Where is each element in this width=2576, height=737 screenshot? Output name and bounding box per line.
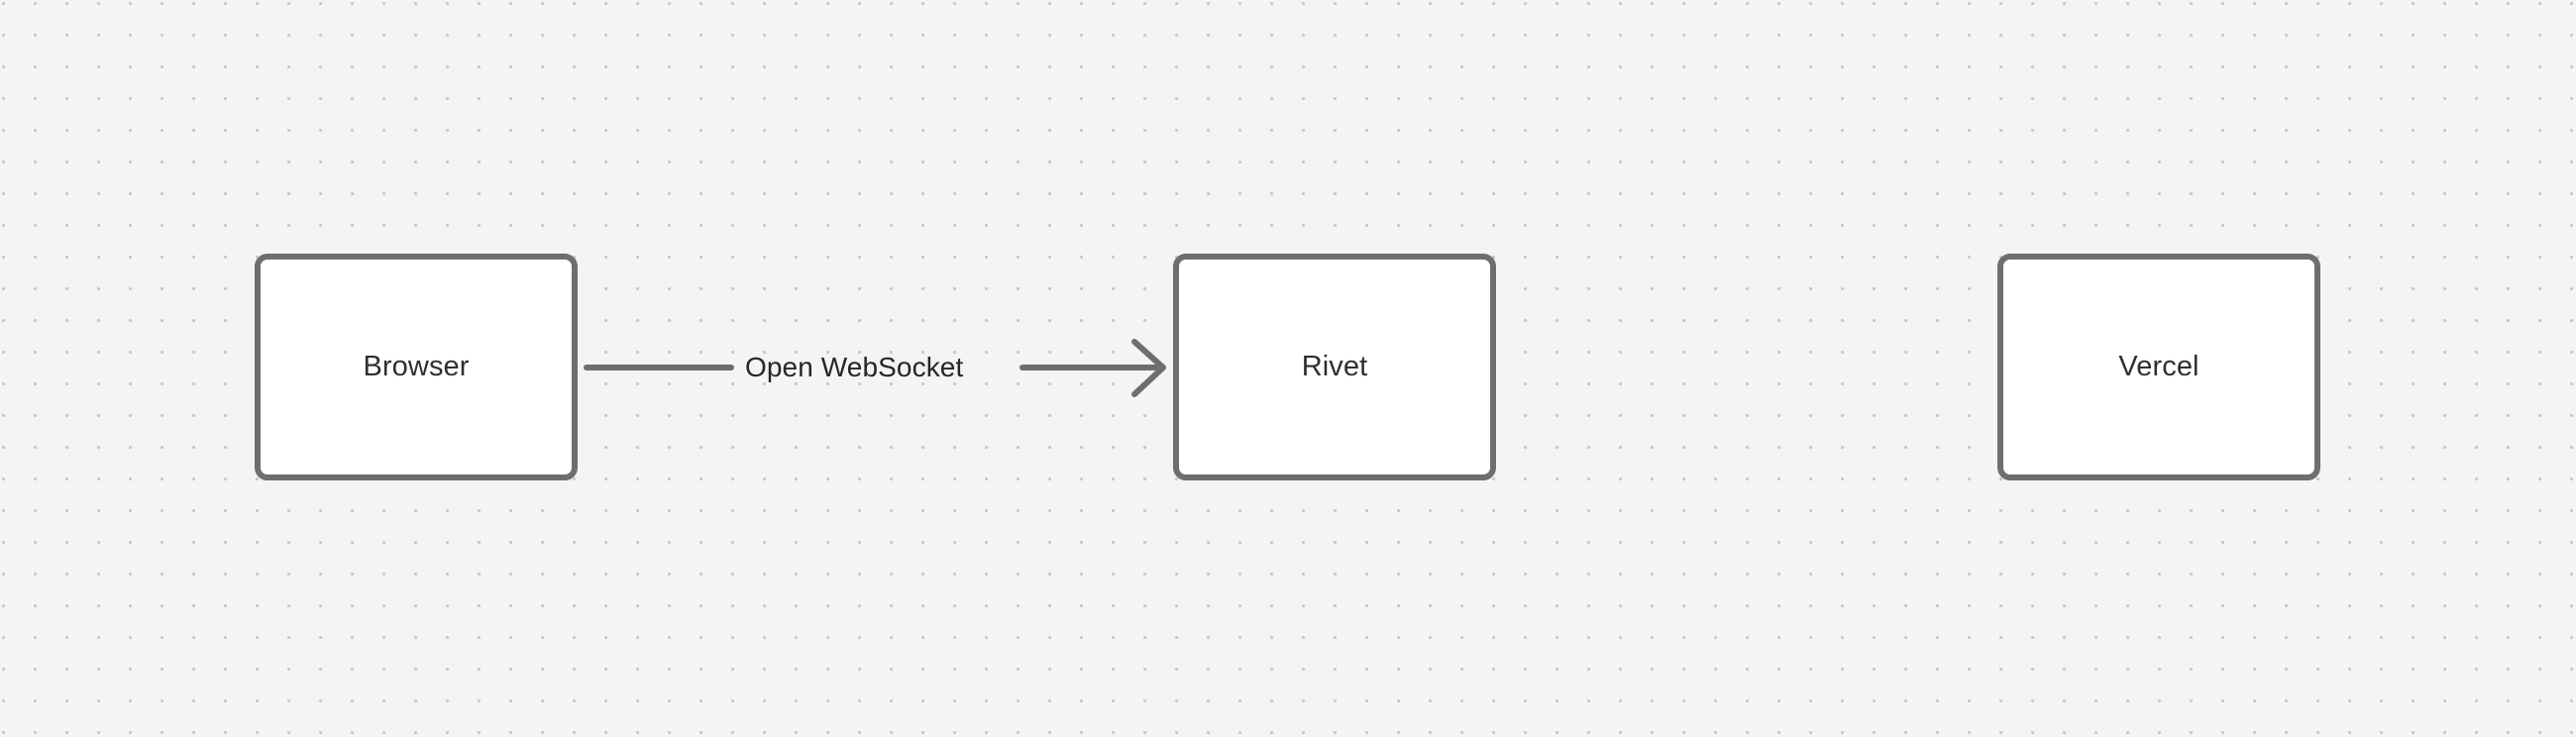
edge-browser-to-rivet-arrowhead-icon [1131, 339, 1166, 397]
node-vercel-label: Vercel [2118, 351, 2200, 382]
edge-label-open-websocket: Open WebSocket [745, 352, 964, 382]
node-rivet-label: Rivet [1301, 351, 1368, 382]
node-rivet[interactable]: Rivet [1173, 254, 1496, 480]
node-browser[interactable]: Browser [255, 254, 578, 480]
node-browser-label: Browser [363, 351, 470, 382]
node-vercel[interactable]: Vercel [1997, 254, 2320, 480]
